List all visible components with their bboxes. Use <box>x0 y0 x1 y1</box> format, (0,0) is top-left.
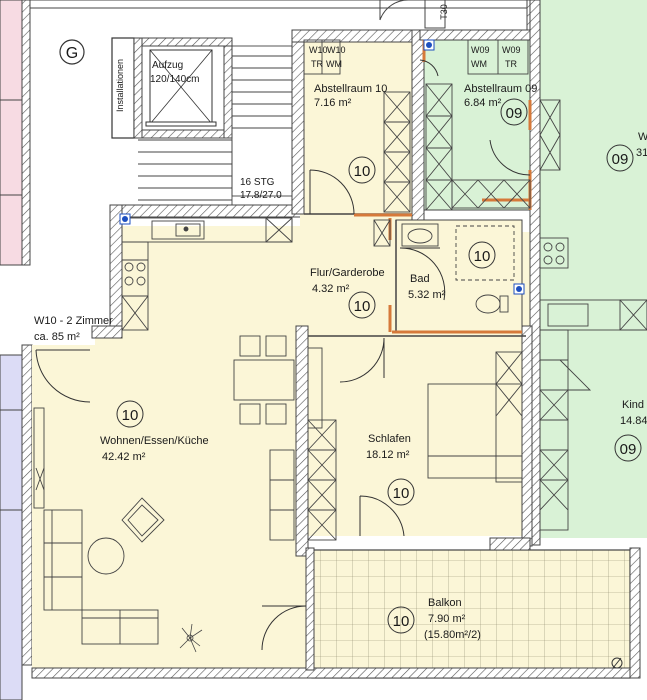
living-furniture <box>33 407 295 645</box>
right-room-name: W <box>638 131 647 143</box>
room-labels: Abstellraum 10 7.16 m² Abstellraum 09 6.… <box>34 83 647 641</box>
tag-w09-tr-a: W09 <box>502 45 521 55</box>
kind-area: 14.84 <box>620 415 647 427</box>
unit09-furniture <box>539 99 647 531</box>
tag-w10-wm-b: WM <box>326 59 342 69</box>
apartment-label-1: W10 - 2 Zimmer <box>34 315 113 327</box>
unit-number: 10 <box>393 613 410 630</box>
abstell10-area: 7.16 m² <box>314 97 352 109</box>
elevator-label-1: Aufzug <box>152 60 183 71</box>
unit-number: 10 <box>122 407 139 424</box>
flur-name: Flur/Garderobe <box>310 267 385 279</box>
bad-area <box>395 219 523 333</box>
balkon-area: 7.90 m² <box>428 613 466 625</box>
unit-markers <box>116 98 642 634</box>
bad-name: Bad <box>410 273 430 285</box>
unit-number: 09 <box>506 105 523 122</box>
unit-number: 09 <box>620 441 637 458</box>
abstell09-name: Abstellraum 09 <box>464 83 537 95</box>
section-marker <box>59 39 85 65</box>
elevator-label-2: 120/140cm <box>150 74 199 85</box>
balkon-name: Balkon <box>428 597 462 609</box>
schlafen-area <box>304 336 526 536</box>
tag-w10-tr-b: TR <box>311 59 323 69</box>
drain-icon <box>611 657 623 669</box>
neighbour-blue-area <box>0 355 22 700</box>
plant-icon <box>179 623 203 653</box>
doors <box>35 59 531 651</box>
truncated-label: T30 <box>439 4 449 20</box>
wohnen-name: Wohnen/Essen/Küche <box>100 435 209 447</box>
bedroom-furniture <box>307 347 523 541</box>
stairs-label-1: 16 STG <box>240 177 275 188</box>
tag-w09-wm-a: W09 <box>471 45 490 55</box>
right-room-area: 31 <box>636 147 647 159</box>
wohnen-area: 42.42 m² <box>102 451 146 463</box>
flur-area: 4.32 m² <box>312 283 350 295</box>
stairs-label-2: 17.8/27.0 <box>240 190 282 201</box>
unit-number: 10 <box>354 163 371 180</box>
dining-table <box>233 335 295 425</box>
tag-w09-tr-b: TR <box>505 59 517 69</box>
unit-number: 09 <box>612 151 629 168</box>
balkon-area <box>311 549 631 679</box>
kitchen-counter <box>121 217 293 331</box>
unit-number: 10 <box>474 248 491 265</box>
bathroom-fixtures <box>373 219 515 314</box>
abstell10-name: Abstellraum 10 <box>314 83 387 95</box>
tag-w09-wm-b: WM <box>471 59 487 69</box>
tag-w10-wm-a: W10 <box>327 45 346 55</box>
kind-name: Kind <box>622 399 644 411</box>
installation-label: Installationen <box>115 59 125 112</box>
schlafen-name: Schlafen <box>368 433 411 445</box>
bad-area: 5.32 m² <box>408 289 446 301</box>
tag-w10-tr-a: W10 <box>309 45 328 55</box>
apartment-label-2: ca. 85 m² <box>34 331 80 343</box>
unit-number: 10 <box>393 485 410 502</box>
unit-number: 10 <box>354 298 371 315</box>
unit09-right-area <box>538 0 647 538</box>
abstell09-area: 6.84 m² <box>464 97 502 109</box>
neighbour-pink-area <box>0 0 22 265</box>
storage-cabinets <box>303 39 531 213</box>
schlafen-area: 18.12 m² <box>366 449 410 461</box>
section-letter: G <box>66 45 78 62</box>
balkon-note: (15.80m²/2) <box>424 629 481 641</box>
